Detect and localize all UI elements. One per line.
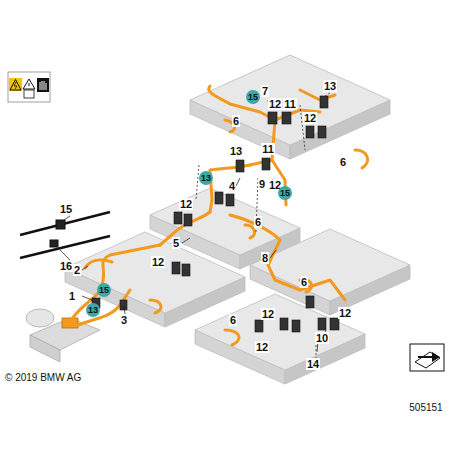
callout-number: 5 [172,237,180,249]
callout-number: 15 [59,203,73,215]
callout-number: 6 [229,314,237,326]
callout-number: 13 [323,80,337,92]
callout-number: 4 [228,180,236,192]
callout-number: 11 [283,98,297,110]
callout-number: 13 [229,145,243,157]
callout-number: 1 [68,290,76,302]
callout-number: 13 [199,171,213,185]
leader-lines [196,93,330,360]
callout-number: 6 [232,115,240,127]
callout-number: 12 [151,256,165,268]
callout-number: 14 [306,358,320,370]
callout-number: 6 [339,156,347,168]
callout-number: 12 [179,198,193,210]
leader-lines [82,178,326,352]
callout-number: 15 [97,283,111,297]
callout-number: 8 [261,252,269,264]
callout-number: 13 [86,303,100,317]
callout-number: 6 [254,216,262,228]
callout-number: 10 [315,332,329,344]
junction-box [26,309,100,362]
callout-number: 9 [258,178,266,190]
connector-blocks [92,96,339,332]
drawing-number: 505151 [408,402,443,414]
callout-number: 12 [261,308,275,320]
callout-number: 12 [303,112,317,124]
callout-number: 6 [300,276,308,288]
callout-number: 16 [59,260,73,272]
callout-number: 7 [261,85,269,97]
copyright-note: © 2019 BMW AG [4,372,82,384]
callout-number: 12 [255,341,269,353]
callout-number: 2 [73,264,81,276]
callout-number: 15 [278,186,292,200]
callout-number: 12 [268,98,282,110]
callout-number: 3 [120,314,128,326]
callout-number: 11 [261,143,275,155]
hv-cables [70,86,368,345]
battery-modules [65,55,410,384]
callout-number: 15 [246,90,260,104]
view-symbol [410,344,444,371]
callout-number: 12 [338,307,352,319]
warning-icons [8,72,50,102]
cable-ties [20,212,110,260]
